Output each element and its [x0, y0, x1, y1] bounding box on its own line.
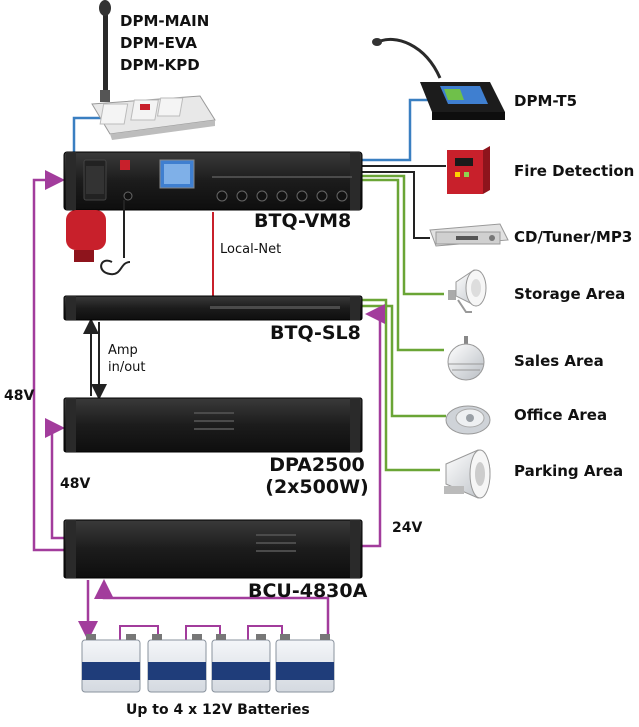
dpa2500-unit — [63, 397, 363, 453]
battery-wire-right — [94, 579, 330, 642]
mic-station-label-line-1: DPM-MAIN — [120, 12, 210, 30]
hand-microphone — [66, 200, 131, 276]
power-48v-outer-wire — [32, 170, 65, 552]
btq-sl8-unit — [63, 295, 363, 321]
battery-link-1 — [119, 625, 159, 640]
bcu-4830a-unit — [63, 519, 363, 579]
power-24v-wire — [362, 304, 385, 548]
touch-panel-label: DPM-T5 — [514, 92, 578, 110]
dpa2500-label: DPA2500 (2x500W) — [262, 454, 372, 498]
battery-link-2 — [185, 625, 221, 640]
btq-vm8-label: BTQ-VM8 — [254, 210, 352, 232]
power-24v-label: 24V — [392, 520, 423, 536]
battery-1 — [81, 634, 141, 693]
battery-link-3 — [247, 625, 283, 640]
dpa2500-label-line-1: DPA2500 — [269, 454, 365, 476]
fire-panel-device — [447, 146, 490, 194]
parking-speaker-device — [444, 449, 491, 499]
sales-speaker-wire — [362, 178, 444, 352]
storage-speaker-wire — [362, 174, 444, 296]
btq-vm8-unit — [63, 151, 363, 211]
office-speaker-wire — [362, 304, 446, 418]
sales-speaker-device — [447, 336, 485, 381]
storage-speaker-device — [448, 269, 487, 313]
cd-tuner-wire — [362, 171, 430, 239]
output-storage-area-label: Storage Area — [514, 285, 626, 303]
bcu-4830a-label: BCU-4830A — [248, 580, 368, 602]
power-48v-inner-wire — [45, 418, 65, 540]
amp-io-label: Amp in/out — [108, 342, 146, 376]
mic-station — [91, 0, 216, 140]
output-fire-detection-label: Fire Detection — [514, 162, 635, 180]
output-parking-area-label: Parking Area — [514, 462, 624, 480]
batteries-caption: Up to 4 x 12V Batteries — [126, 702, 310, 718]
local-net-label: Local-Net — [220, 242, 282, 257]
power-48v-outer-label: 48V — [4, 388, 35, 404]
battery-2 — [147, 634, 207, 693]
amp-io-label-line-1: Amp — [108, 343, 138, 358]
touch-panel-device — [372, 37, 505, 120]
battery-3 — [211, 634, 271, 693]
mic-station-label-line-3: DPM-KPD — [120, 56, 200, 74]
mic-station-data-wire — [72, 116, 106, 152]
mic-station-label: DPM-MAIN DPM-EVA DPM-KPD — [120, 10, 209, 76]
output-cd-tuner-label: CD/Tuner/MP3 — [514, 228, 633, 246]
btq-sl8-label: BTQ-SL8 — [270, 322, 361, 344]
dpa2500-label-line-2: (2x500W) — [265, 476, 369, 498]
output-sales-area-label: Sales Area — [514, 352, 604, 370]
parking-speaker-wire — [362, 298, 440, 472]
amp-io-label-line-2: in/out — [108, 360, 146, 375]
office-speaker-device — [445, 405, 491, 435]
output-office-area-label: Office Area — [514, 406, 608, 424]
battery-4 — [275, 634, 335, 693]
mic-station-label-line-2: DPM-EVA — [120, 34, 198, 52]
power-48v-inner-label: 48V — [60, 476, 91, 492]
touch-panel-data-wire — [362, 98, 432, 162]
cd-player-device — [429, 223, 509, 247]
